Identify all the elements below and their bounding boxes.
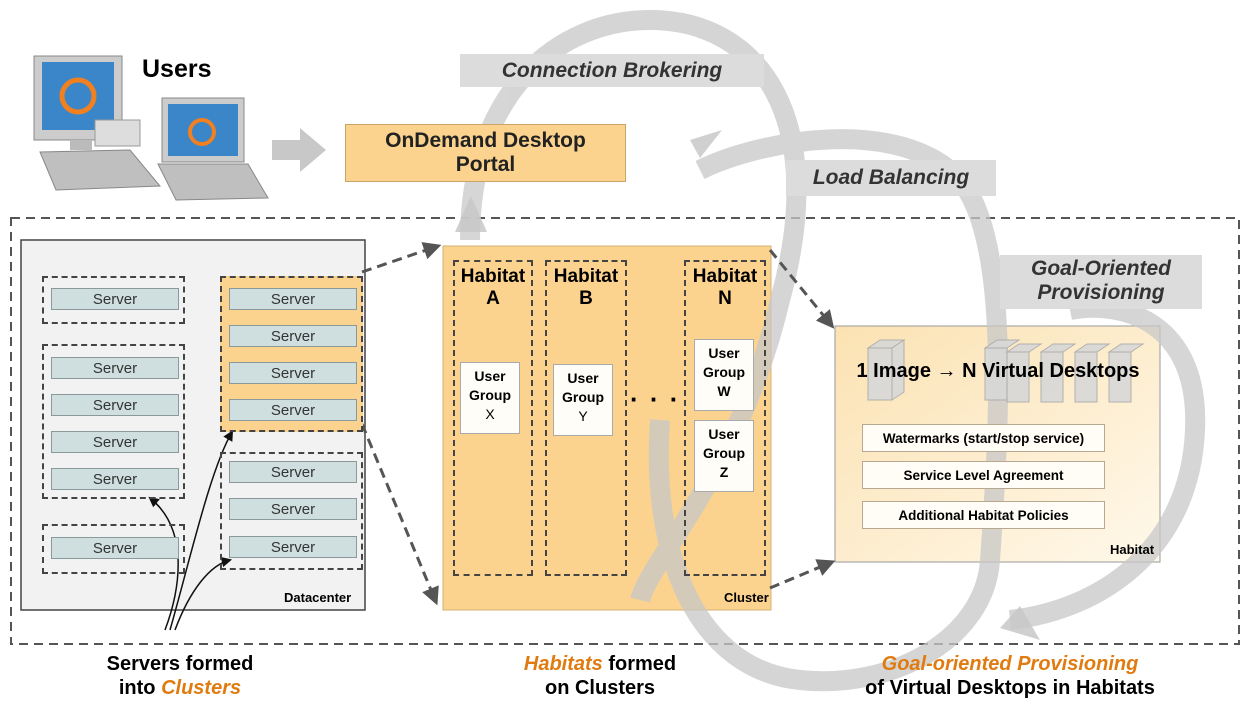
server: Server [51, 431, 179, 453]
server: Server [51, 394, 179, 416]
user-group-x-l2: Group [469, 387, 511, 403]
server: Server [51, 537, 179, 559]
caption-left-line-2: into Clusters [60, 676, 300, 700]
server: Server [229, 288, 357, 310]
server: Server [51, 288, 179, 310]
image-to-virtual-desktops-headline: 1 Image → N Virtual Desktops [856, 360, 1140, 382]
caption-habitats-clusters: Habitats formed on Clusters [480, 652, 720, 700]
loop-arrowhead-1 [455, 196, 487, 232]
annotation-arrows [148, 430, 234, 631]
habitat-a-line-2: A [486, 288, 500, 309]
user-group-x: User Group X [460, 362, 520, 434]
user-group-z: User Group Z [694, 420, 754, 492]
user-group-w: User Group W [694, 339, 754, 411]
user-group-x-l3: X [485, 406, 495, 422]
portal-line-1: OnDemand Desktop [385, 129, 586, 152]
caption-right-line-1: Goal-oriented Provisioning [881, 653, 1139, 675]
users-label: Users [142, 55, 212, 83]
server: Server [229, 325, 357, 347]
users-to-portal-arrow [272, 128, 326, 172]
user-group-z-l2: Group [703, 445, 745, 461]
ellipsis: · · · [630, 384, 681, 414]
habitat-n-title: Habitat N [684, 266, 766, 310]
habitat-n-line-1: Habitat [692, 266, 758, 287]
server: Server [229, 536, 357, 558]
habitat-n-line-2: N [718, 288, 732, 309]
loop-arrowhead-2 [690, 130, 722, 158]
caption-mid-formed: formed [602, 653, 677, 675]
user-group-x-l1: User [474, 368, 506, 384]
caption-mid-line-1: Habitats formed [480, 652, 720, 676]
server: Server [51, 468, 179, 490]
caption-mid-line-2: on Clusters [544, 677, 656, 699]
connection-brokering-label: Connection Brokering [460, 54, 764, 87]
goal-oriented-provisioning-label: Goal-Oriented Provisioning [1000, 255, 1202, 309]
habitat-column-b [545, 260, 627, 576]
caption-servers-clusters: Servers formed into Clusters [60, 652, 300, 700]
portal-line-2: Portal [455, 153, 516, 176]
server-group-3 [42, 524, 185, 574]
caption-left-clusters: Clusters [161, 677, 242, 699]
caption-left-into: into [118, 677, 162, 699]
load-balancing-label: Load Balancing [786, 160, 996, 196]
server-group-2 [42, 344, 185, 499]
habitat-a-line-1: Habitat [460, 266, 526, 287]
caption-mid-habitats: Habitats [523, 653, 603, 675]
server: Server [229, 498, 357, 520]
policy-additional: Additional Habitat Policies [862, 501, 1105, 529]
goal-oriented-line-2: Provisioning [1037, 281, 1165, 304]
datacenter-outer-border [10, 217, 1240, 645]
habitat-column-a [453, 260, 533, 576]
user-group-w-l1: User [708, 345, 740, 361]
cluster-label: Cluster [724, 590, 769, 605]
desktop-computer-icon [33, 55, 162, 191]
user-group-y-l2: Group [562, 389, 604, 405]
loop-arrowhead-3 [1000, 606, 1040, 640]
caption-right-line-2: of Virtual Desktops in Habitats [865, 677, 1155, 699]
caption-goal-oriented: Goal-oriented Provisioning of Virtual De… [790, 652, 1230, 700]
user-group-z-l3: Z [719, 464, 729, 480]
server: Server [229, 461, 357, 483]
top-banner-strip [330, 0, 900, 6]
habitat-detail-label: Habitat [1110, 542, 1155, 557]
goal-oriented-line-1: Goal-Oriented [1030, 257, 1172, 280]
user-group-y: User Group Y [553, 364, 613, 436]
user-group-w-l3: W [717, 383, 731, 399]
server-group-1 [42, 276, 185, 324]
policy-sla: Service Level Agreement [862, 461, 1105, 489]
server: Server [229, 362, 357, 384]
caption-left-line-1: Servers formed [106, 653, 254, 675]
habitat-b-line-1: Habitat [553, 266, 619, 287]
ondemand-desktop-portal: OnDemand Desktop Portal [345, 124, 626, 182]
policy-watermarks: Watermarks (start/stop service) [862, 424, 1105, 452]
user-group-z-l1: User [708, 426, 740, 442]
server: Server [51, 357, 179, 379]
laptop-computer-icon [157, 97, 269, 201]
user-group-w-l2: Group [703, 364, 745, 380]
virtual-desktop-icons [866, 339, 1145, 403]
habitat-column-n [684, 260, 766, 576]
habitat-b-title: Habitat B [545, 266, 627, 310]
datacenter-label: Datacenter [284, 590, 352, 605]
server-group-4 [220, 452, 363, 570]
server: Server [229, 399, 357, 421]
habitat-a-title: Habitat A [453, 266, 533, 310]
habitat-b-line-2: B [579, 288, 593, 309]
user-group-y-l1: User [567, 370, 599, 386]
user-group-y-l3: Y [578, 408, 588, 424]
